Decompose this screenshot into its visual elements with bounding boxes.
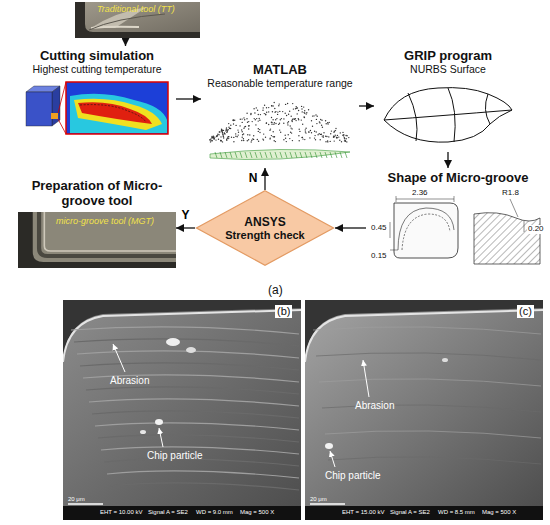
- step-subtitle: Highest cutting temperature: [18, 63, 176, 75]
- sem-info: EHT = 10.00 kV: [100, 509, 142, 516]
- flow-arrow: [264, 168, 265, 190]
- panel-letter: (a): [268, 284, 283, 297]
- edge-label: Y: [180, 209, 190, 222]
- grip-step: GRIP programNURBS Surface: [374, 46, 522, 152]
- flow-arrow: [176, 98, 201, 99]
- sem-info: WD = 9.0 mm: [196, 509, 233, 516]
- dimension-label: 0.20: [527, 225, 545, 234]
- edge-label: N: [248, 172, 259, 185]
- illustration: [201, 92, 359, 168]
- sem-info: 20 μm: [68, 496, 85, 503]
- step-title: MATLAB: [201, 62, 359, 77]
- illustration: [63, 300, 301, 520]
- text-block: Shape of Micro-groove: [366, 168, 550, 185]
- node-text: Chip particle: [325, 470, 381, 482]
- sem-info: 20 μm: [310, 496, 327, 503]
- text-block: MATLABReasonable temperature range: [201, 60, 359, 89]
- node-text: Abrasion: [110, 375, 149, 387]
- sem-info: Signal A = SE2: [390, 509, 430, 516]
- dimension-label: 0.15: [371, 252, 387, 261]
- matlab-step: MATLABReasonable temperature range: [201, 60, 359, 168]
- node-text: (c): [517, 305, 534, 318]
- flow-arrow: [125, 38, 126, 46]
- node-text: micro-groove tool (MGT): [56, 216, 154, 227]
- decision-diamond: ANSYSStrength check: [195, 190, 335, 266]
- sem-info: WD = 8.5 mm: [438, 509, 475, 516]
- step-title: ANSYS: [244, 215, 285, 229]
- step-title: Cutting simulation: [18, 48, 176, 63]
- node-text: Traditional tool (TT): [97, 4, 175, 15]
- flow-arrow: [176, 227, 195, 228]
- micro-groove-shape: Shape of Micro-groove: [366, 168, 550, 266]
- step-subtitle: NURBS Surface: [374, 63, 522, 75]
- sem-info: EHT = 15.00 kV: [342, 509, 384, 516]
- step-title: Preparation of Micro-groove tool: [18, 178, 176, 208]
- text-block: Cutting simulationHighest cutting temper…: [18, 46, 176, 75]
- step-subtitle: Strength check: [225, 229, 304, 242]
- step-subtitle: Reasonable temperature range: [201, 77, 359, 89]
- sem-panel: (b) AbrasionChip particle: [63, 300, 301, 520]
- dimension-label: 0.45: [371, 224, 387, 233]
- simulation-step: Cutting simulationHighest cutting temper…: [18, 46, 176, 138]
- flow-arrow: [447, 152, 448, 168]
- illustration: [18, 78, 176, 138]
- dimension-label: R1.8: [502, 189, 519, 198]
- node-text: Abrasion: [355, 400, 394, 412]
- dimension-label: 2.36: [412, 189, 428, 198]
- step-title: Shape of Micro-groove: [366, 170, 550, 185]
- illustration: [374, 80, 522, 152]
- flow-arrow: [335, 227, 366, 228]
- flow-arrow: [359, 105, 374, 106]
- sem-info: Mag = 500 X: [482, 509, 516, 516]
- sem-info: Signal A = SE2: [148, 509, 188, 516]
- text-block: GRIP programNURBS Surface: [374, 46, 522, 75]
- preparation-step: Preparation of Micro-groove tool micro-gr…: [18, 176, 176, 268]
- text-block: ANSYSStrength check: [195, 190, 335, 266]
- tool-photo: Traditional tool (TT): [75, 2, 200, 38]
- sem-panel: (c) AbrasionChip particle: [305, 300, 543, 520]
- illustration: [366, 188, 550, 266]
- sem-info: Mag = 500 X: [240, 509, 274, 516]
- node-text: (b): [275, 305, 292, 318]
- illustration: [305, 300, 543, 520]
- node-text: Chip particle: [147, 450, 203, 462]
- step-title: GRIP program: [374, 48, 522, 63]
- text-block: Preparation of Micro-groove tool: [18, 176, 176, 208]
